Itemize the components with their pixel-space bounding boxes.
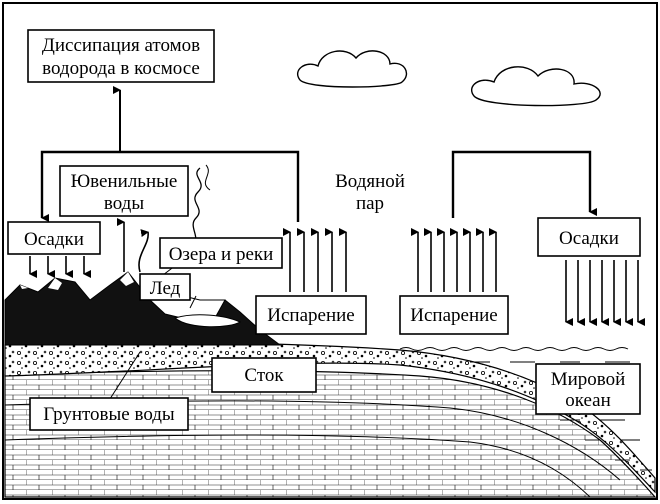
volcano-steam-icon — [204, 164, 211, 191]
ice-label: Лед — [150, 278, 181, 299]
dissipation-box — [27, 29, 215, 83]
precipitation-right-arrows — [565, 260, 645, 326]
vapor-label: Водяной — [335, 171, 405, 192]
ocean-box — [535, 363, 641, 415]
juvenile-arrow-curved — [138, 229, 149, 273]
ocean-label: океан — [565, 390, 611, 411]
precip-right-label: Осадки — [559, 228, 619, 249]
evap-right-label: Испарение — [410, 305, 497, 326]
groundwater-label: Грунтовые воды — [43, 404, 175, 425]
ice-pointer — [189, 295, 197, 309]
evap-right-box — [399, 295, 509, 335]
ocean-water — [399, 347, 652, 471]
precipitation-left-arrows — [29, 256, 91, 278]
runoff-label: Сток — [244, 365, 284, 386]
lake — [173, 314, 242, 328]
juvenile-box — [59, 165, 189, 217]
sediment-line — [4, 434, 591, 498]
ice-box — [139, 273, 191, 301]
precip-left-box — [7, 221, 101, 255]
soil-layer — [4, 341, 656, 494]
runoff-box — [211, 357, 317, 393]
ocean-label: Мировой — [551, 369, 626, 390]
cloud-icon — [297, 50, 408, 88]
evap-left-box — [255, 295, 367, 335]
juvenile-label: воды — [104, 193, 144, 214]
evap-left-label: Испарение — [267, 305, 354, 326]
dissipation-label: водорода в космосе — [42, 58, 200, 79]
cloud-icon — [471, 66, 601, 107]
lakes-box — [159, 237, 283, 269]
precip-right-box — [537, 217, 641, 257]
evaporation-left-arrows — [283, 228, 347, 292]
evaporation-right-arrows — [411, 228, 497, 292]
groundwater-pointer — [107, 351, 141, 403]
precip-left-label: Осадки — [24, 229, 84, 250]
groundwater-box — [29, 397, 189, 431]
volcano-steam-icon — [192, 167, 202, 245]
lakes-label: Озера и реки — [169, 244, 274, 265]
juvenile-label: Ювенильные — [71, 171, 178, 192]
dissipation-label: Диссипация атомов — [42, 35, 200, 56]
vapor-label: пар — [356, 193, 384, 214]
right-cycle-arrow — [451, 150, 597, 218]
left-cycle-arrow — [40, 150, 300, 222]
